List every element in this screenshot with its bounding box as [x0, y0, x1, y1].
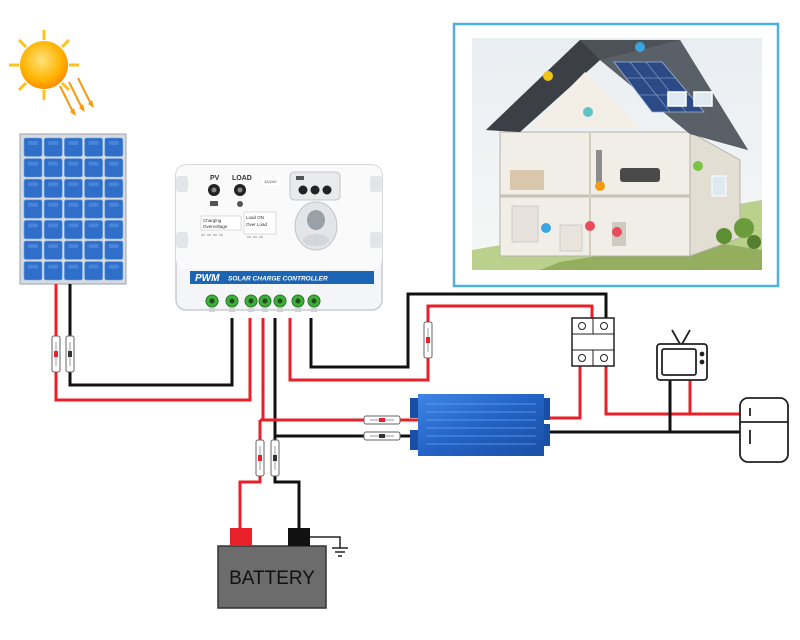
solar-cell — [104, 158, 124, 178]
load-positive-wire — [288, 304, 594, 382]
solar-cell — [64, 137, 83, 157]
solar-cell — [104, 220, 124, 240]
pv-label: PV — [210, 175, 220, 182]
fuse-icon — [51, 321, 433, 477]
fuse — [363, 431, 401, 441]
wiring — [54, 284, 740, 528]
fuse — [65, 335, 75, 373]
led-overvoltage-label: Overvoltage — [203, 224, 228, 229]
solar-cell — [23, 220, 43, 240]
refrigerator-icon — [739, 397, 789, 463]
solar-cell — [43, 178, 63, 198]
panel-negative-wire — [68, 284, 234, 387]
fuse — [51, 335, 61, 373]
terminal-screw — [205, 294, 219, 312]
solar-cell — [23, 199, 43, 219]
load-label: LOAD — [232, 175, 252, 182]
solar-cell — [84, 199, 103, 219]
solar-cell — [84, 137, 103, 157]
inverter-icon — [410, 394, 550, 456]
battery-icon: BATTERY — [217, 528, 327, 609]
solar-cell — [23, 137, 43, 157]
solar-cell — [84, 240, 103, 260]
led-over-load-label: Over Load — [246, 222, 268, 227]
solar-cell — [104, 137, 124, 157]
relay-output-positive — [604, 366, 740, 416]
solar-cell — [84, 158, 103, 178]
solar-cell — [64, 178, 83, 198]
controller-brand: PWM — [195, 273, 220, 284]
house-cutaway-icon — [452, 22, 780, 288]
ground-icon — [310, 536, 348, 557]
terminal-screw — [273, 294, 287, 312]
solar-cell — [104, 240, 124, 260]
solar-cell — [64, 261, 83, 281]
solar-cell — [23, 178, 43, 198]
solar-cell — [43, 199, 63, 219]
solar-cell — [23, 240, 43, 260]
solar-cell — [64, 240, 83, 260]
fuse — [255, 439, 265, 477]
controller-title: SOLAR CHARGE CONTROLLER — [228, 276, 328, 283]
solar-cell — [84, 261, 103, 281]
svg-text:12/24V: 12/24V — [264, 179, 277, 184]
inverter-output-positive — [540, 366, 582, 420]
solar-cell — [23, 261, 43, 281]
solar-cell — [104, 178, 124, 198]
terminal-screw — [244, 294, 258, 312]
solar-cell — [43, 137, 63, 157]
fuse — [423, 321, 433, 359]
fuse — [363, 415, 401, 425]
solar-cell — [23, 158, 43, 178]
solar-cell — [64, 158, 83, 178]
solar-cell — [104, 199, 124, 219]
fuse — [270, 439, 280, 477]
solar-cell — [84, 220, 103, 240]
terminal-screw — [307, 294, 321, 312]
led-charging-label: Charging — [203, 218, 222, 223]
solar-cell — [43, 220, 63, 240]
solar-cell — [104, 261, 124, 281]
solar-cell — [64, 199, 83, 219]
solar-cell — [43, 158, 63, 178]
battery-label: BATTERY — [229, 568, 315, 589]
charge-controller-icon: PV LOAD Charging Overvoltage Load ON Ove… — [175, 164, 383, 312]
led-load-on-label: Load ON — [246, 215, 264, 220]
solar-cell — [84, 178, 103, 198]
load-negative-wire — [309, 292, 608, 369]
terminal-screw — [225, 294, 239, 312]
terminal-screw — [258, 294, 272, 312]
terminal-screw — [291, 294, 305, 312]
solar-cell — [43, 261, 63, 281]
solar-cell — [43, 240, 63, 260]
battery-positive-wire — [260, 318, 265, 422]
tv-icon — [656, 329, 708, 381]
solar-cell — [64, 220, 83, 240]
sun-icon — [9, 30, 94, 116]
solar-panel-icon — [19, 133, 127, 285]
relay-icon — [571, 317, 615, 367]
